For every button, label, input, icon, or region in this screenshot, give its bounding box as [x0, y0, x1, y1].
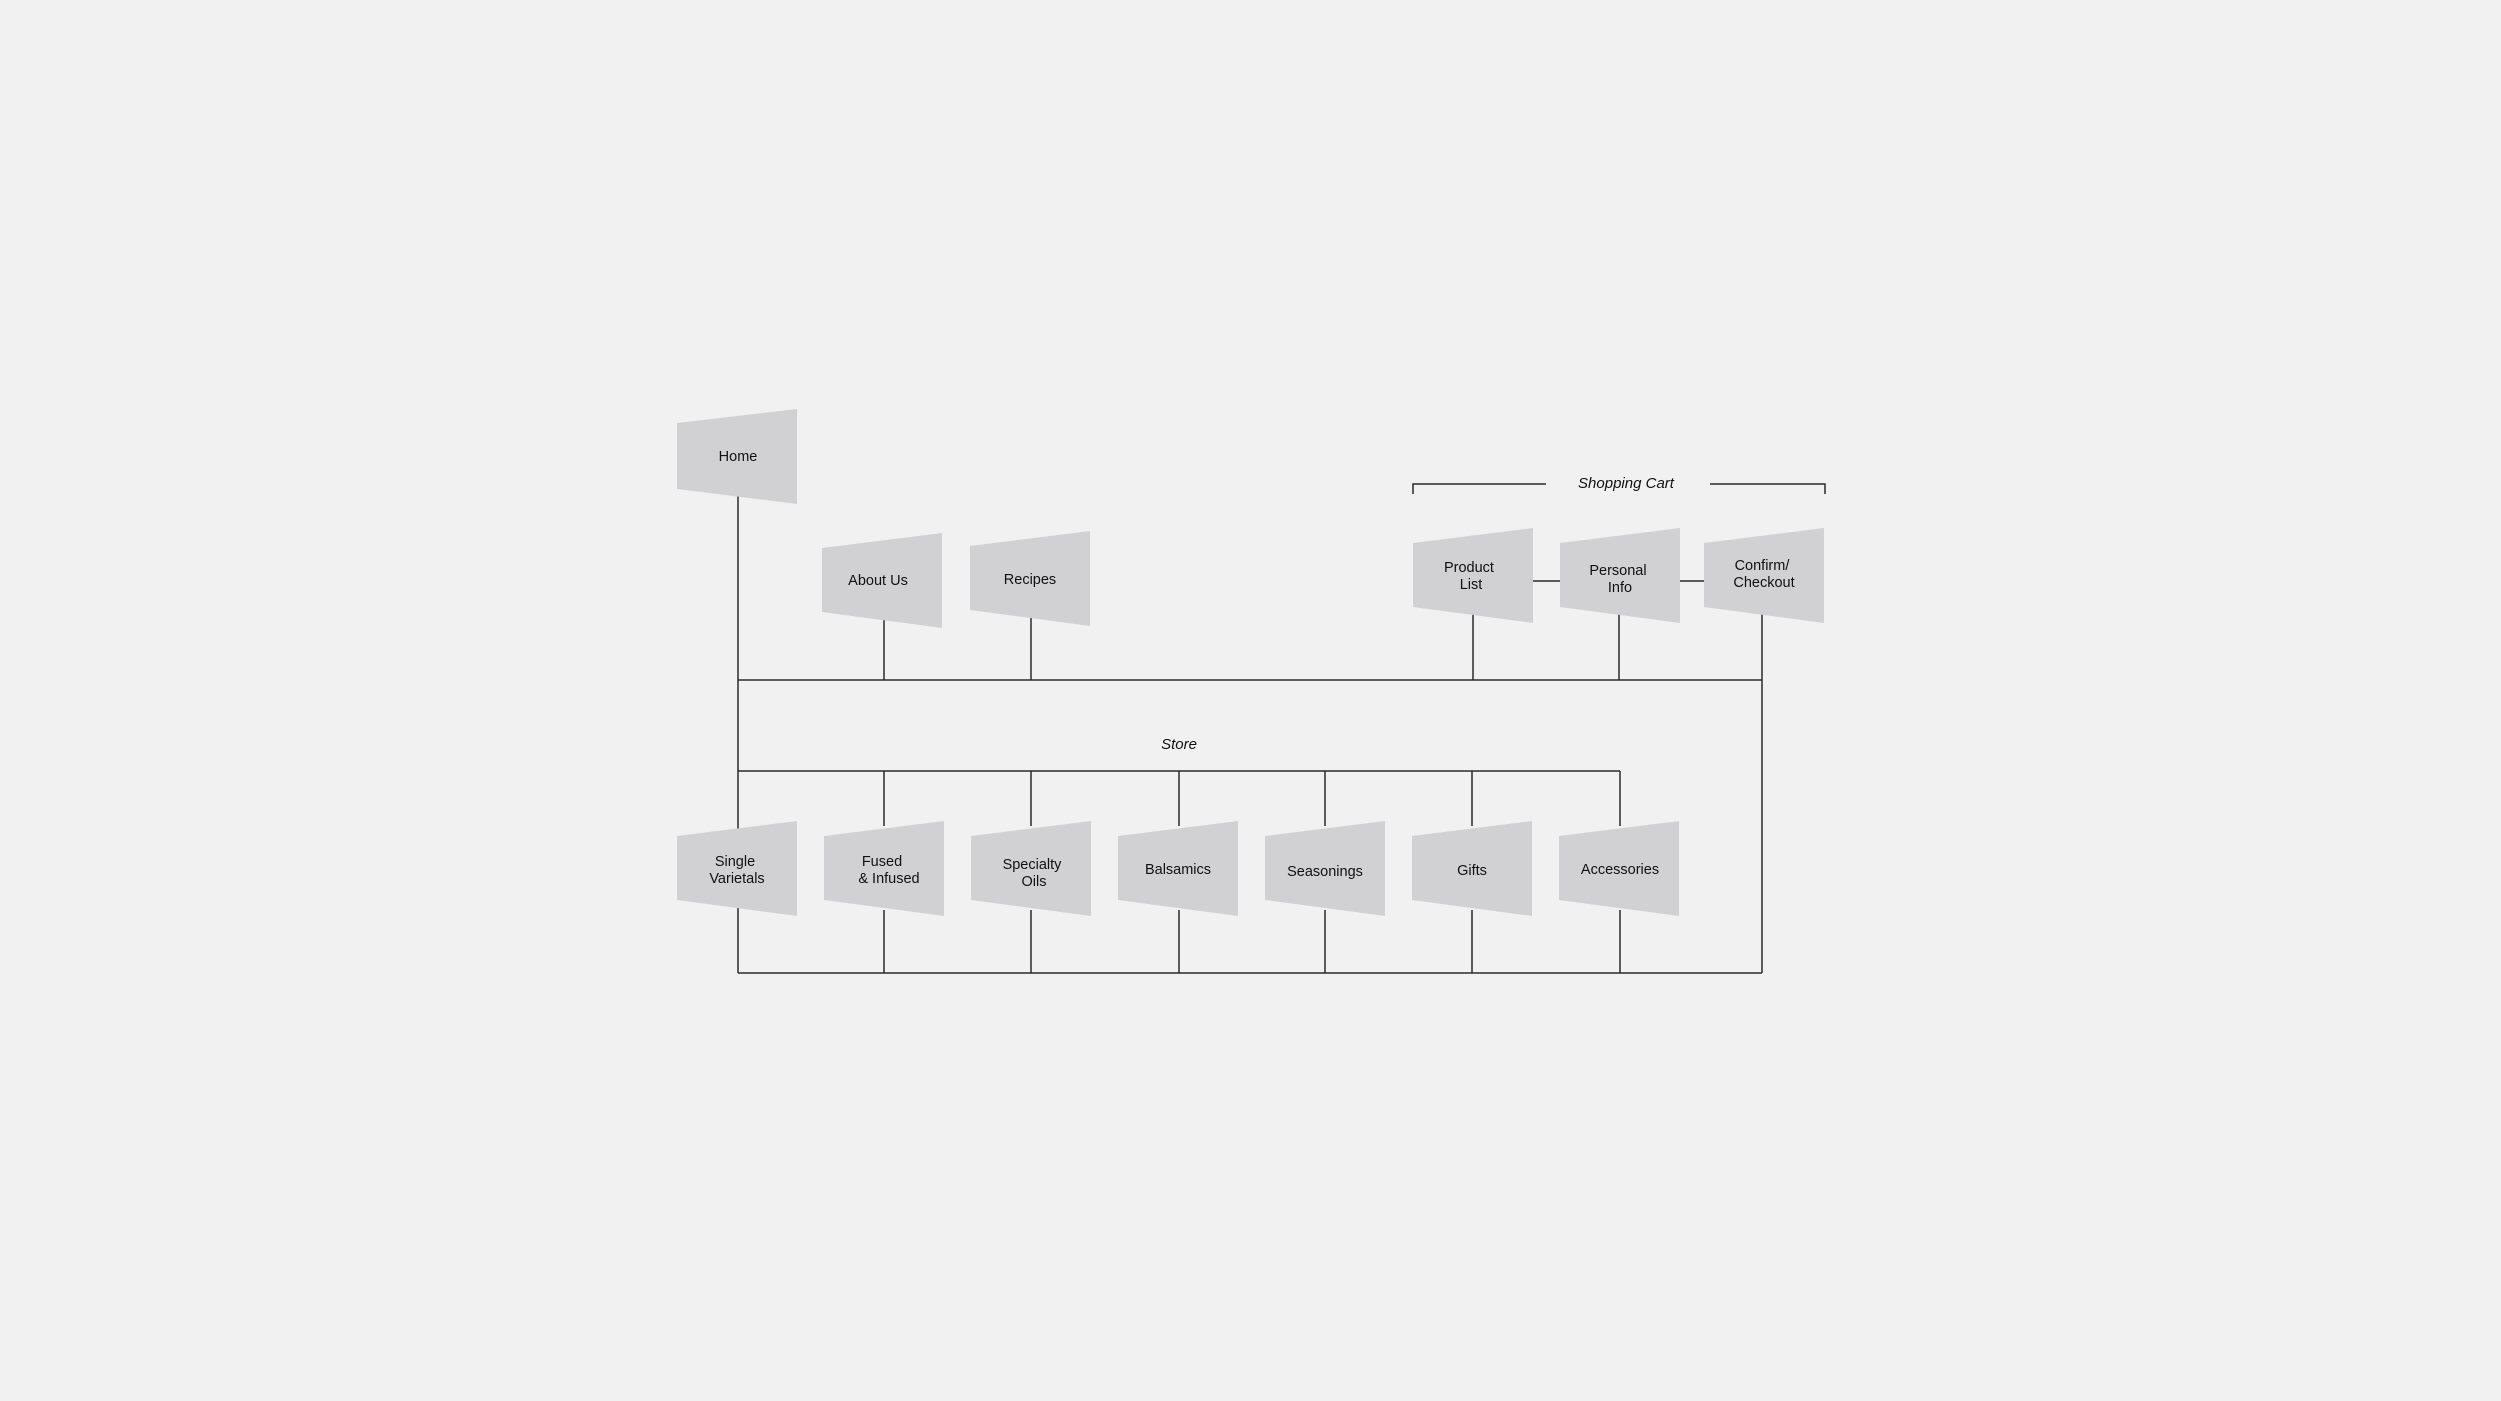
shopping-cart-label: Shopping Cart — [1578, 475, 1675, 492]
svg-text:Balsamics: Balsamics — [1145, 862, 1211, 878]
category-single-varietals-node[interactable]: Single Varietals — [677, 821, 797, 916]
fused-infused-label-line-2: & Infused — [858, 871, 919, 887]
confirm-checkout-node[interactable]: Confirm/ Checkout — [1704, 528, 1824, 623]
specialty-oils-page-shape — [971, 821, 1091, 916]
recipes-page-shape — [970, 531, 1090, 626]
accessories-page-shape — [1559, 821, 1679, 916]
recipes-node[interactable]: Recipes — [970, 531, 1090, 626]
personal-info-node[interactable]: Personal Info — [1560, 528, 1680, 623]
svg-text:Recipes: Recipes — [1004, 572, 1056, 588]
svg-text:Product List: Product List — [1444, 560, 1498, 593]
connectors — [737, 483, 1826, 974]
svg-text:Accessories: Accessories — [1581, 862, 1659, 878]
personal-info-label-line-1: Personal — [1589, 563, 1646, 579]
product-list-node[interactable]: Product List — [1413, 528, 1533, 623]
store-label: Store — [1161, 736, 1197, 753]
about-us-page-shape — [822, 533, 942, 628]
specialty-oils-label-line-1: Specialty — [1003, 857, 1063, 873]
category-gifts-node[interactable]: Gifts — [1412, 821, 1532, 916]
product-list-label-line-2: List — [1460, 577, 1483, 593]
balsamics-label: Balsamics — [1145, 862, 1211, 878]
svg-text:About Us: About Us — [848, 573, 908, 589]
personal-info-page-shape — [1560, 528, 1680, 623]
product-list-page-shape — [1413, 528, 1533, 623]
about-us-label: About Us — [848, 573, 908, 589]
seasonings-label: Seasonings — [1287, 864, 1363, 880]
svg-text:Seasonings: Seasonings — [1287, 864, 1363, 880]
gifts-page-shape — [1412, 821, 1532, 916]
category-accessories-node[interactable]: Accessories — [1559, 821, 1679, 916]
seasonings-page-shape — [1265, 821, 1385, 916]
category-fused-infused-node[interactable]: Fused & Infused — [824, 821, 944, 916]
svg-text:Gifts: Gifts — [1457, 863, 1487, 879]
home-node[interactable]: Home — [677, 409, 797, 504]
svg-text:Fused & Infused: Fused & Infused — [858, 854, 919, 887]
home-label: Home — [719, 449, 758, 465]
shopping-cart-bracket-left — [1412, 483, 1546, 494]
home-page-shape — [677, 409, 797, 504]
category-seasonings-node[interactable]: Seasonings — [1265, 821, 1385, 916]
shopping-cart-bracket-right — [1710, 483, 1826, 494]
about-us-node[interactable]: About Us — [822, 533, 942, 628]
accessories-label: Accessories — [1581, 862, 1659, 878]
specialty-oils-label-line-2: Oils — [1022, 874, 1047, 890]
svg-text:Single Varietals: Single Varietals — [709, 854, 764, 887]
single-varietals-label-line-1: Single — [715, 854, 755, 870]
confirm-checkout-label-line-2: Checkout — [1733, 575, 1794, 591]
svg-text:Confirm/ Checkout: Confirm/ Checkout — [1733, 558, 1794, 591]
confirm-checkout-label-line-1: Confirm/ — [1735, 558, 1791, 574]
single-varietals-page-shape — [677, 821, 797, 916]
svg-text:Store: Store — [1161, 736, 1197, 753]
svg-text:Home: Home — [719, 449, 758, 465]
recipes-label: Recipes — [1004, 572, 1056, 588]
fused-infused-page-shape — [824, 821, 944, 916]
fused-infused-label-line-1: Fused — [862, 854, 902, 870]
category-balsamics-node[interactable]: Balsamics — [1118, 821, 1238, 916]
single-varietals-label-line-2: Varietals — [709, 871, 764, 887]
personal-info-label-line-2: Info — [1608, 580, 1632, 596]
product-list-label-line-1: Product — [1444, 560, 1494, 576]
confirm-checkout-page-shape — [1704, 528, 1824, 623]
gifts-label: Gifts — [1457, 863, 1487, 879]
svg-text:Specialty Oils: Specialty Oils — [1003, 857, 1066, 890]
svg-text:Personal Info: Personal Info — [1589, 563, 1650, 596]
svg-text:Shopping Cart: Shopping Cart — [1578, 475, 1675, 492]
category-specialty-oils-node[interactable]: Specialty Oils — [971, 821, 1091, 916]
balsamics-page-shape — [1118, 821, 1238, 916]
